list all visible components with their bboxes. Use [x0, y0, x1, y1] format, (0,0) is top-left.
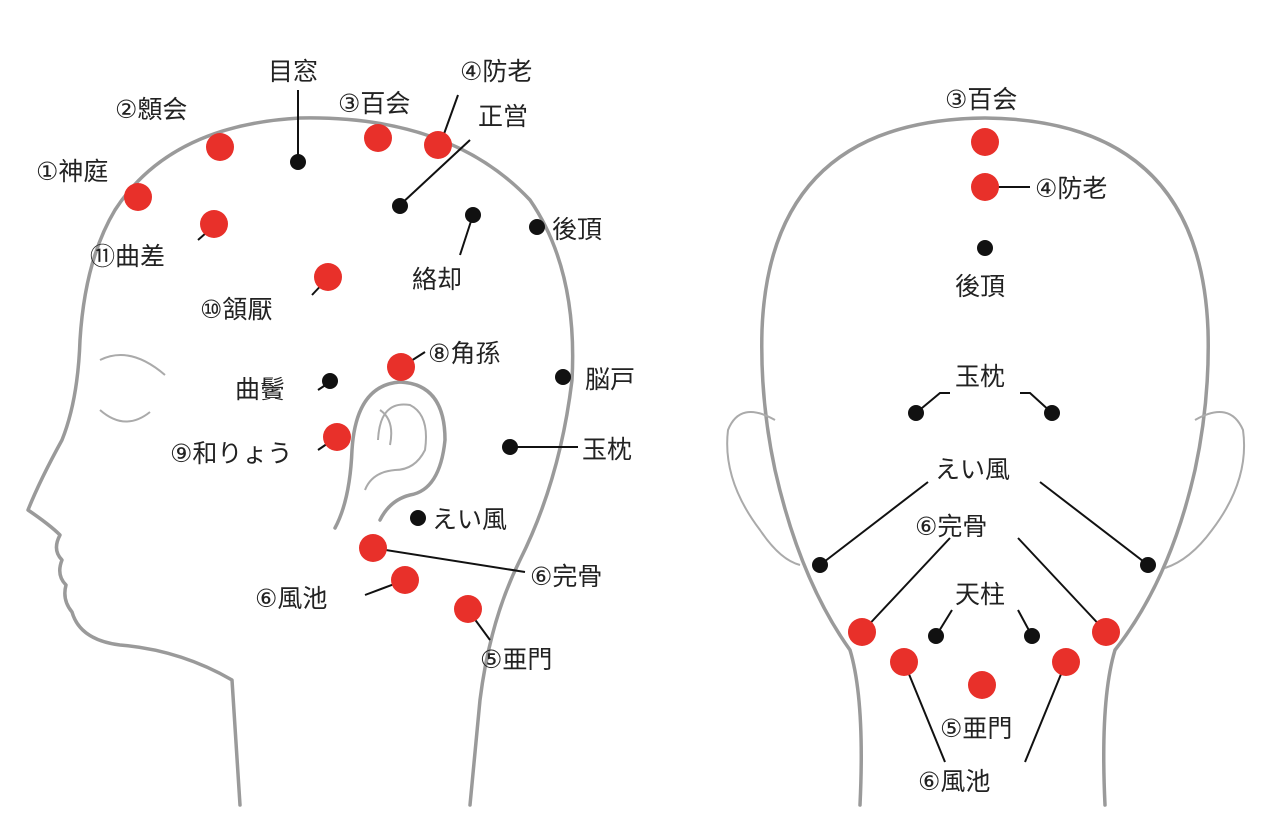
point-gocho	[529, 219, 545, 235]
point-gyokuchin-right	[1044, 405, 1060, 421]
point-tenchu-left	[928, 628, 944, 644]
label-kankotsu: ⑥完骨	[915, 512, 987, 541]
label-eifu: えい風	[432, 505, 507, 534]
point-shoei	[392, 198, 408, 214]
label-hyakue: ③百会	[338, 89, 410, 118]
label-wakuryo: ⑨和りょう	[170, 439, 292, 468]
label-gocho: 後頂	[552, 215, 602, 244]
point-eifu-left	[812, 557, 828, 573]
eyelid	[99, 409, 151, 423]
point-eifu-right	[1140, 557, 1156, 573]
point-kankotsu-left	[848, 618, 876, 646]
point-boro	[971, 173, 999, 201]
eye-icon	[99, 354, 166, 376]
point-amon	[968, 671, 996, 699]
ear-outline	[333, 380, 447, 530]
label-boro: ④防老	[460, 57, 532, 86]
side-head-outline	[26, 116, 575, 807]
point-kakuson	[387, 353, 415, 381]
point-shintei	[124, 183, 152, 211]
point-hyakue	[364, 124, 392, 152]
point-fuchi-right	[1052, 648, 1080, 676]
label-fuchi: ⑥風池	[255, 584, 327, 613]
label-shoei: 正営	[478, 102, 528, 131]
right-ear	[1164, 411, 1246, 569]
point-kyokusa	[200, 210, 228, 238]
point-shinkai	[206, 133, 234, 161]
label-hyakue: ③百会	[945, 85, 1017, 114]
left-ear	[726, 411, 801, 566]
back-leader-lines	[819, 186, 1149, 763]
label-eifu: えい風	[935, 455, 1010, 484]
ear-inner	[364, 403, 427, 491]
point-hyakue	[971, 128, 999, 156]
point-gocho	[977, 240, 993, 256]
label-amon: ⑤亜門	[480, 645, 552, 674]
label-rakkyaku: 絡却	[412, 265, 462, 294]
label-mokuso: 目窓	[268, 57, 318, 86]
label-tenchu: 天柱	[955, 580, 1005, 609]
label-gocho: 後頂	[955, 272, 1005, 301]
label-boro: ④防老	[1035, 174, 1107, 203]
label-shinkai: ②顖会	[115, 95, 187, 124]
point-mokuso	[290, 154, 306, 170]
label-gyokuchin: 玉枕	[582, 435, 632, 464]
point-rakkyaku	[465, 207, 481, 223]
point-amon	[454, 595, 482, 623]
point-gyokuchin	[502, 439, 518, 455]
label-kankotsu: ⑥完骨	[530, 562, 602, 591]
back-head-outline	[760, 116, 1210, 807]
label-amon: ⑤亜門	[940, 714, 1012, 743]
label-shintei: ①神庭	[36, 157, 108, 186]
ear-bowl	[379, 409, 393, 446]
point-noko	[555, 369, 571, 385]
label-kyokusa: ⑪曲差	[90, 242, 165, 271]
label-kyokubin: 曲鬢	[235, 375, 285, 404]
label-noko: 脳戸	[585, 365, 635, 394]
label-ganen: ⑩頷厭	[200, 295, 272, 324]
point-tenchu-right	[1024, 628, 1040, 644]
point-kankotsu-right	[1092, 618, 1120, 646]
point-ganen	[314, 263, 342, 291]
label-fuchi: ⑥風池	[918, 767, 990, 796]
point-wakuryo	[323, 423, 351, 451]
point-eifu	[410, 510, 426, 526]
point-gyokuchin-left	[908, 405, 924, 421]
point-kyokubin	[322, 373, 338, 389]
label-kakuson: ⑧角孫	[428, 339, 500, 368]
point-fuchi-left	[890, 648, 918, 676]
side-view: 目窓 ④防老 ②顖会 ③百会 正営 ①神庭 後頂 ⑪曲差 絡却 ⑩頷厭 ⑧角孫 …	[26, 57, 635, 807]
point-boro	[424, 131, 452, 159]
label-gyokuchin: 玉枕	[955, 362, 1005, 391]
point-fuchi	[391, 566, 419, 594]
back-view: ③百会 ④防老 後頂 玉枕 えい風 ⑥完骨 天柱 ⑤亜門 ⑥風池	[726, 85, 1246, 807]
point-kankotsu	[359, 534, 387, 562]
